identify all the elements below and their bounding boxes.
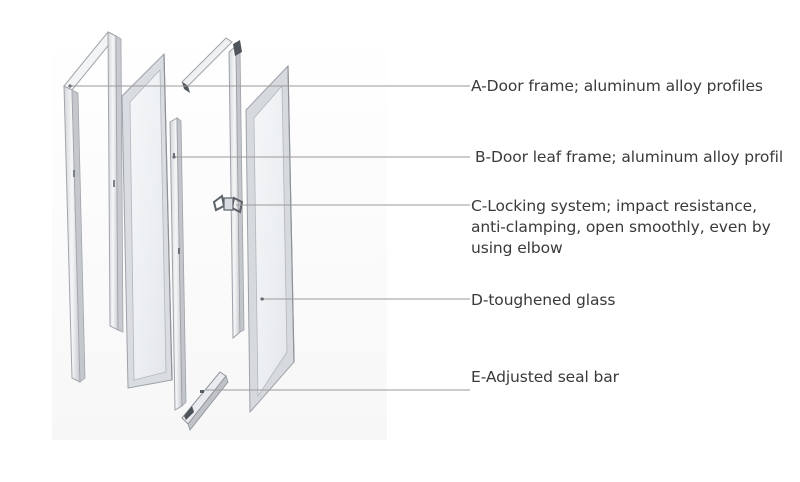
callout-line: anti-clamping, open smoothly, even by bbox=[471, 218, 771, 236]
callout-line: B-Door leaf frame; aluminum alloy profil bbox=[475, 148, 784, 166]
door-frame-a bbox=[63, 31, 124, 383]
callout-line: using elbow bbox=[471, 239, 563, 257]
callout-line: D-toughened glass bbox=[471, 291, 616, 309]
callout-door-frame: A-Door frame; aluminum alloy profiles bbox=[471, 76, 763, 97]
callout-line: E-Adjusted seal bar bbox=[471, 368, 619, 386]
callout-line: A-Door frame; aluminum alloy profiles bbox=[471, 77, 763, 95]
glass-leaf-d bbox=[245, 64, 295, 414]
leader-dot-d bbox=[260, 297, 264, 301]
leader-dot-b bbox=[172, 155, 176, 159]
product-backdrop bbox=[52, 28, 387, 440]
door-leaf-b-left bbox=[121, 52, 173, 389]
top-rail bbox=[181, 37, 233, 93]
callout-line: C-Locking system; impact resistance, bbox=[471, 197, 757, 215]
callout-locking-system: C-Locking system; impact resistance, ant… bbox=[471, 196, 771, 259]
callout-door-leaf-frame: B-Door leaf frame; aluminum alloy profil bbox=[475, 147, 783, 168]
callout-toughened-glass: D-toughened glass bbox=[471, 290, 615, 311]
callout-seal-bar: E-Adjusted seal bar bbox=[471, 367, 619, 388]
center-profile bbox=[228, 40, 245, 340]
leaf-profile-bar bbox=[169, 117, 187, 411]
leader-dot-a bbox=[68, 84, 72, 88]
locking-system bbox=[212, 194, 244, 214]
